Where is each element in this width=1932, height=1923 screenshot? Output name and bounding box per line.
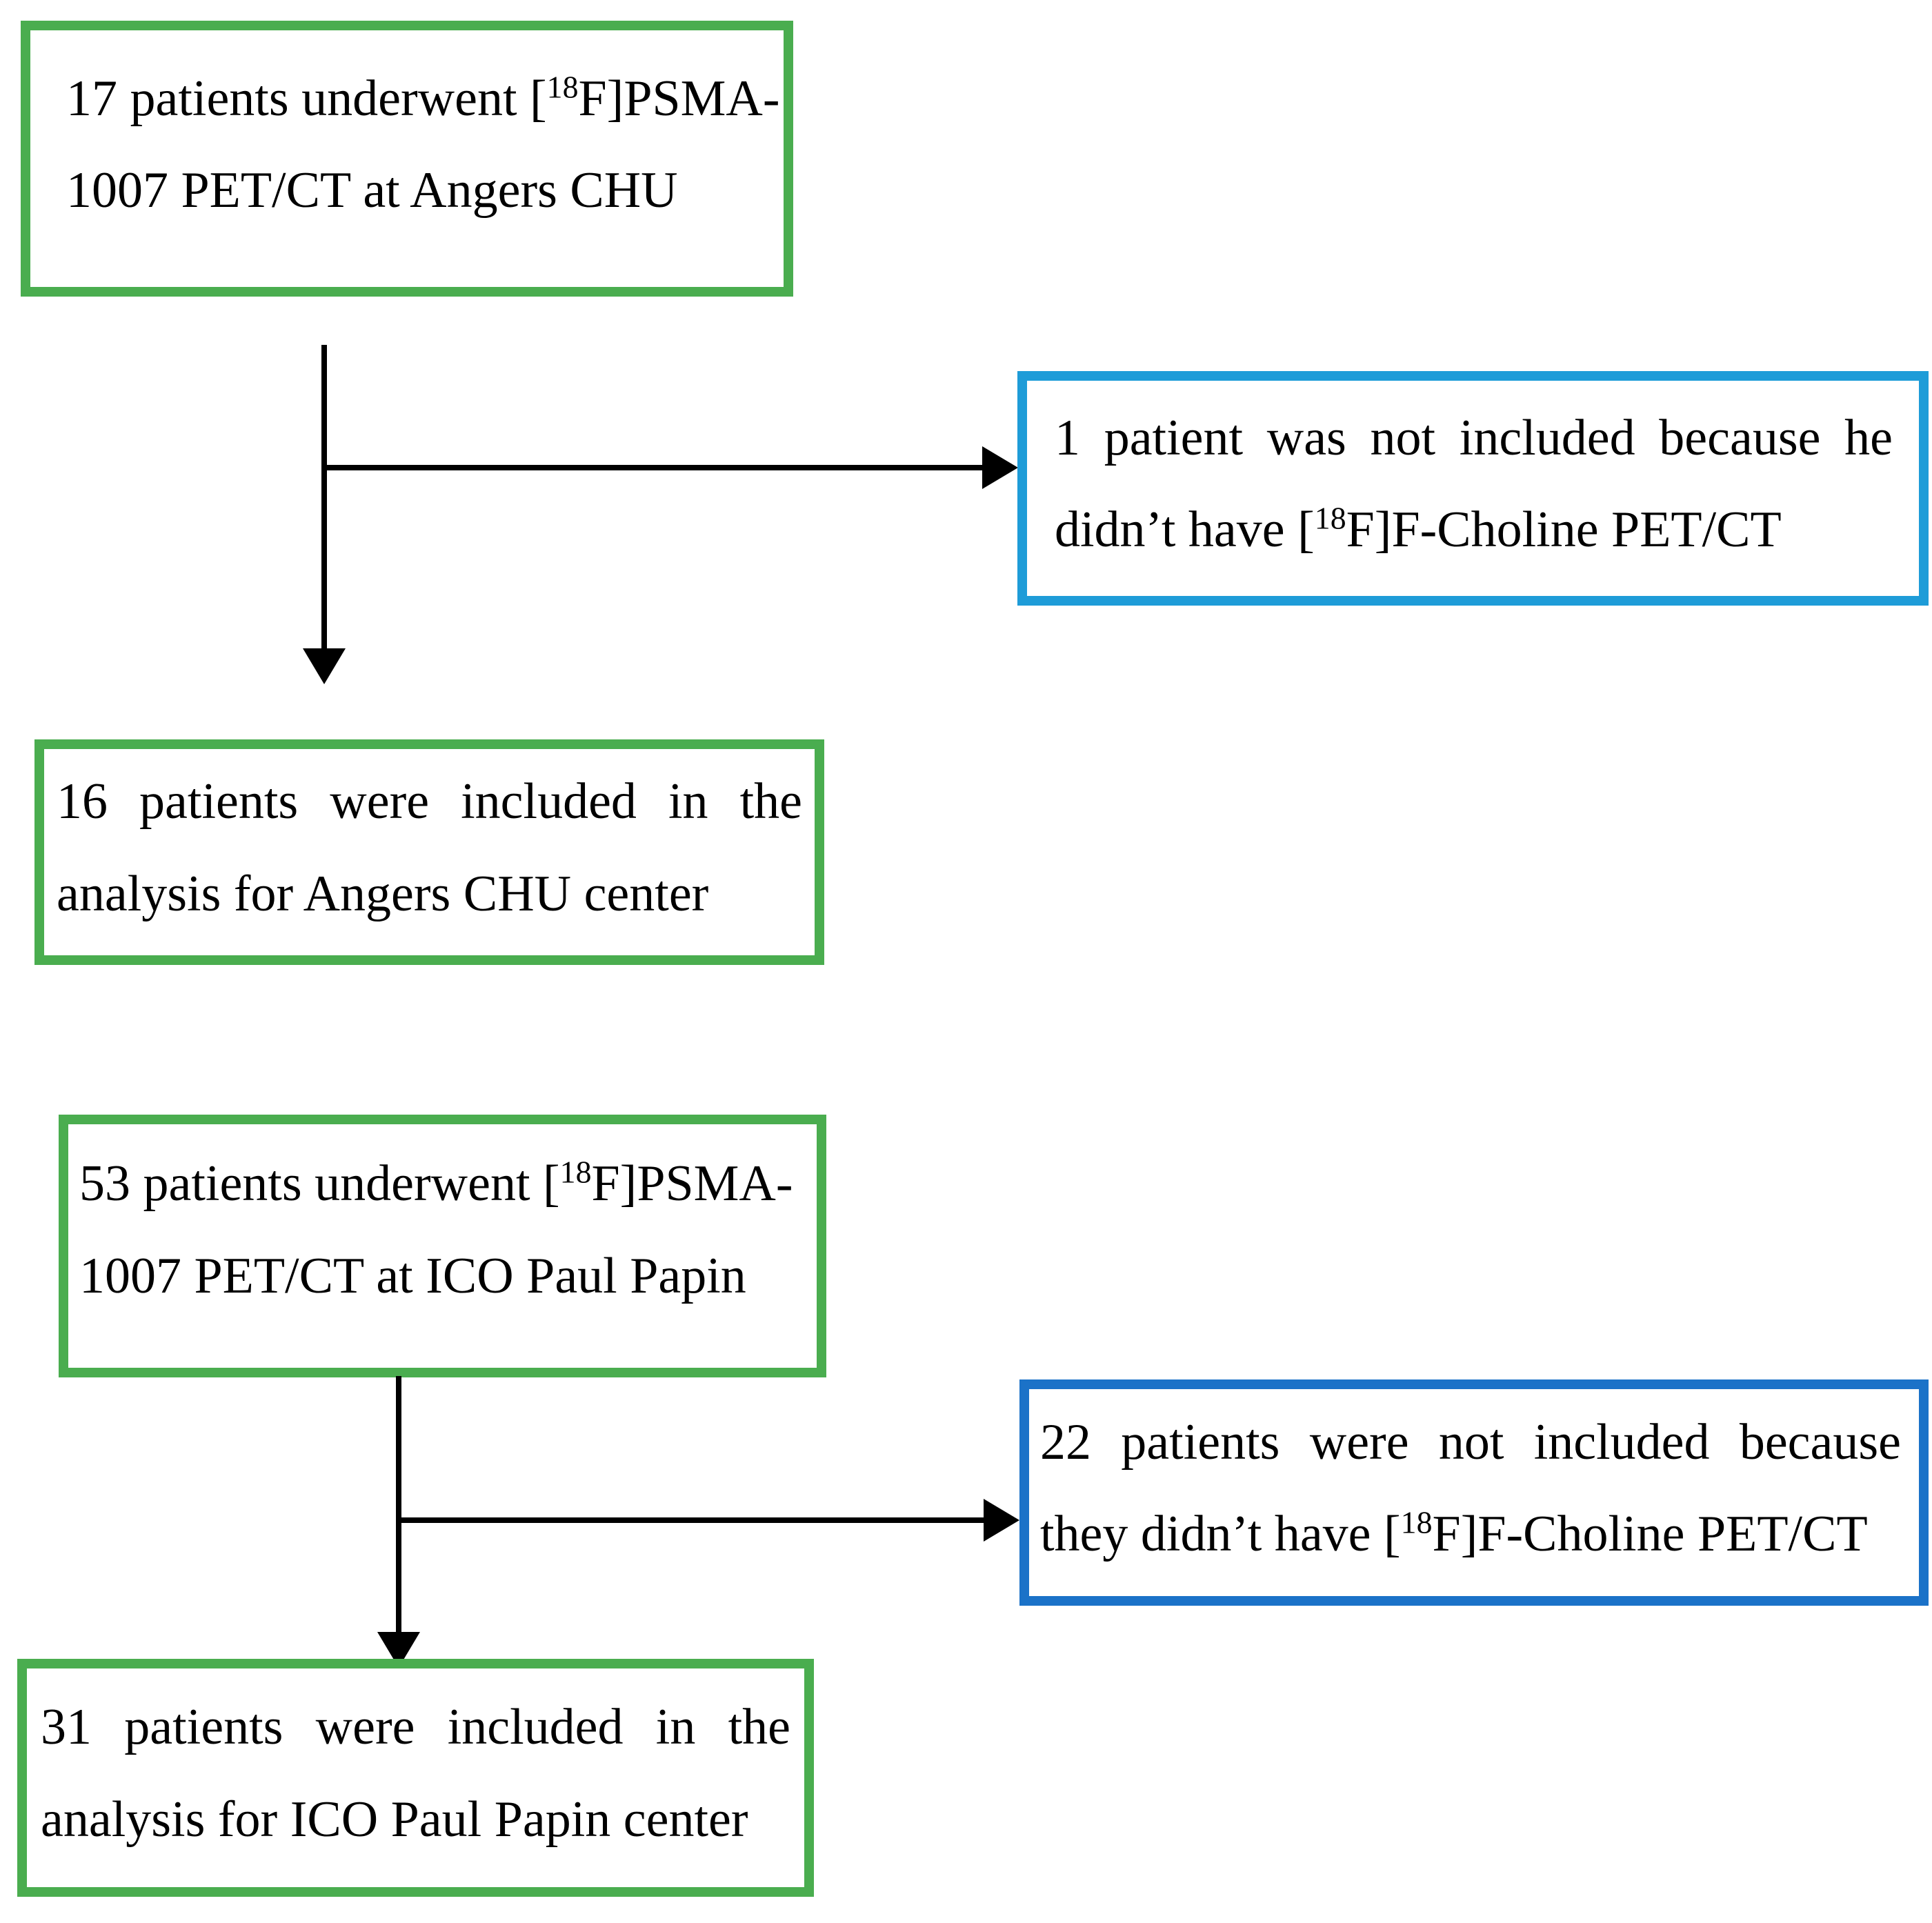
box-ico-included: 31 patients were included in the analysi… [17, 1659, 814, 1897]
box-angers-total: 17 patients underwent [18F]PSMA- 1007 PE… [21, 21, 793, 297]
box-angers-included: 16 patients were included in the analysi… [34, 739, 824, 965]
box-angers-total-line2: 1007 PET/CT at Angers CHU [66, 162, 678, 219]
box-angers-excluded-line2: didn’t have [18F]F-Choline PET/CT [1055, 500, 1782, 558]
box-angers-total-line1: 17 patients underwent [18F]PSMA- [66, 69, 780, 127]
box-ico-excluded-line1: 22 patients were not included because [1040, 1413, 1901, 1471]
box-angers-included-line2: analysis for Angers CHU center [57, 865, 709, 922]
angers-down-arrow-line [321, 345, 327, 651]
box-ico-excluded: 22 patients were not included because th… [1019, 1379, 1929, 1606]
ico-branch-arrowhead-icon [984, 1499, 1019, 1542]
box-ico-total-line1: 53 patients underwent [18F]PSMA- [79, 1154, 793, 1213]
box-angers-excluded-line1: 1 patient was not included because he [1055, 409, 1893, 466]
box-ico-excluded-line2: they didn’t have [18F]F-Choline PET/CT [1040, 1504, 1868, 1562]
ico-branch-arrow-line [396, 1517, 985, 1523]
box-ico-total: 53 patients underwent [18F]PSMA- 1007 PE… [59, 1115, 826, 1377]
angers-branch-arrowhead-icon [982, 446, 1018, 489]
box-ico-included-line1: 31 patients were included in the [41, 1699, 790, 1756]
ico-down-arrow-line [396, 1376, 401, 1635]
box-ico-total-line2: 1007 PET/CT at ICO Paul Papin [79, 1247, 746, 1304]
angers-down-arrowhead-icon [303, 648, 346, 684]
box-angers-excluded: 1 patient was not included because he di… [1017, 371, 1929, 606]
box-ico-included-line2: analysis for ICO Paul Papin center [41, 1791, 748, 1848]
angers-branch-arrow-line [321, 465, 984, 470]
box-angers-included-line1: 16 patients were included in the [57, 773, 802, 830]
